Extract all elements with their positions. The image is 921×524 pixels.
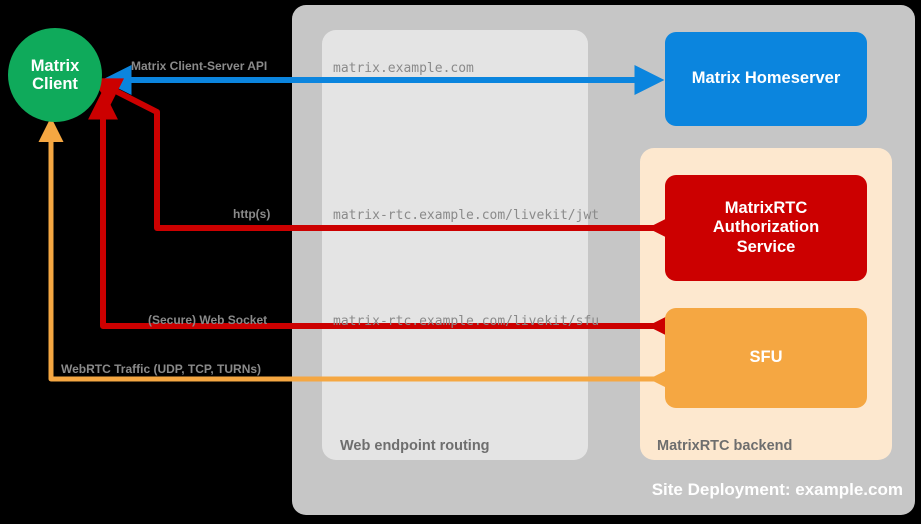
web-endpoint-routing-container bbox=[322, 30, 588, 460]
edge-label-webrtc-traffic: WebRTC Traffic (UDP, TCP, TURNs) bbox=[61, 362, 262, 376]
node-matrixrtc-authorization-service[interactable]: MatrixRTC Authorization Service bbox=[665, 175, 867, 281]
node-matrix-client-line2: Client bbox=[32, 75, 78, 93]
label-web-endpoint-routing: Web endpoint routing bbox=[340, 438, 490, 454]
label-matrixrtc-backend: MatrixRTC backend bbox=[657, 438, 793, 454]
node-matrix-client-line1: Matrix bbox=[30, 56, 80, 75]
node-matrix-homeserver-label: Matrix Homeserver bbox=[691, 69, 841, 88]
url-label-matrix-example-com: matrix.example.com bbox=[333, 61, 474, 76]
node-auth-line1: MatrixRTC bbox=[724, 198, 808, 217]
node-matrix-homeserver[interactable]: Matrix Homeserver bbox=[665, 32, 867, 126]
node-sfu[interactable]: SFU bbox=[665, 308, 867, 408]
node-matrix-client[interactable]: Matrix Client bbox=[8, 28, 102, 122]
url-label-livekit-sfu: matrix-rtc.example.com/livekit/sfu bbox=[333, 314, 600, 329]
node-auth-line2: Authorization bbox=[712, 218, 820, 237]
label-site-deployment: Site Deployment: example.com bbox=[651, 480, 903, 499]
edge-label-client-server-api: Matrix Client-Server API bbox=[131, 59, 268, 73]
edge-label-web-socket: (Secure) Web Socket bbox=[148, 313, 268, 327]
node-sfu-label: SFU bbox=[749, 348, 783, 367]
node-auth-line3: Service bbox=[736, 237, 796, 256]
edge-label-http: http(s) bbox=[233, 207, 271, 221]
url-label-livekit-jwt: matrix-rtc.example.com/livekit/jwt bbox=[333, 208, 600, 223]
